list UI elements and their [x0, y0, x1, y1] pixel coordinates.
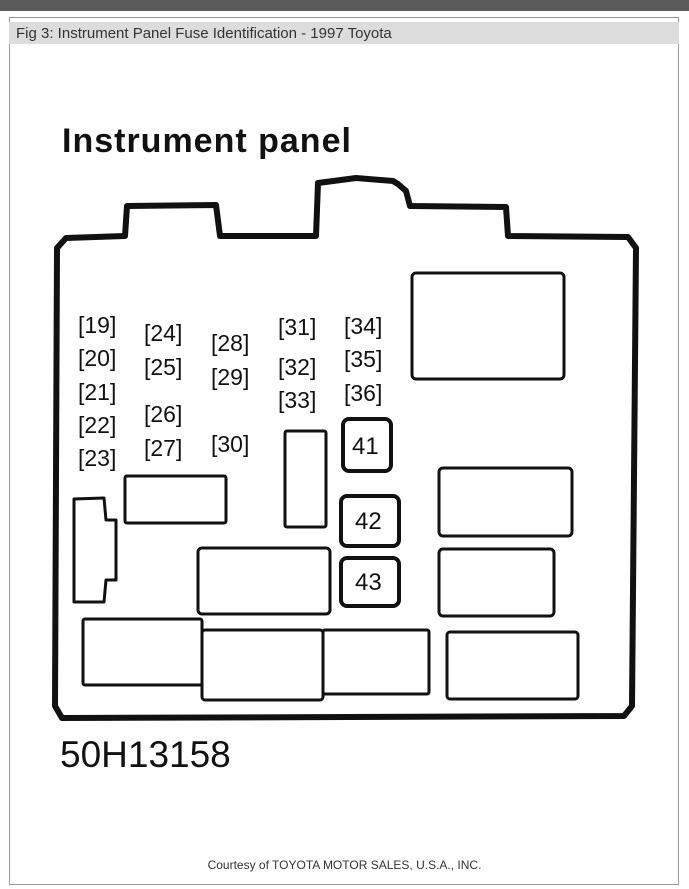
fuse-20: [20] [78, 345, 116, 371]
fuse-29: [29] [211, 364, 249, 390]
window-top-bar [0, 0, 689, 11]
fuse-30: [30] [211, 431, 249, 457]
fuse-25: [25] [144, 354, 182, 380]
large-fuse-43: 43 [355, 569, 382, 596]
fuse-33: [33] [278, 387, 316, 413]
connector-center-vertical [283, 429, 328, 529]
diagram-title: Instrument panel [62, 122, 352, 160]
fuse-26: [26] [144, 401, 182, 427]
fuse-24: [24] [144, 320, 182, 346]
relay-right-1 [437, 466, 574, 538]
connector-left-small [123, 474, 228, 525]
relay-right-2 [437, 547, 556, 618]
relay-bottom-center-left [200, 628, 325, 702]
fuse-28: [28] [211, 330, 249, 356]
fuse-27: [27] [144, 435, 182, 461]
fuse-22: [22] [78, 412, 116, 438]
connector-left-edge [72, 496, 118, 604]
large-fuse-41-box [341, 417, 393, 473]
fuse-35: [35] [344, 346, 382, 372]
fuse-21: [21] [78, 379, 116, 405]
fuse-36: [36] [344, 380, 382, 406]
fuse-19: [19] [78, 312, 116, 338]
fuse-box-housing [52, 175, 639, 721]
relay-top-right [410, 271, 566, 381]
caption-bar [9, 22, 679, 44]
fuse-32: [32] [278, 354, 316, 380]
figure-caption: Fig 3: Instrument Panel Fuse Identificat… [16, 25, 392, 42]
relay-bottom-center-right [321, 628, 431, 696]
fuse-31: [31] [278, 314, 316, 340]
large-fuse-42-box [339, 494, 401, 548]
large-fuse-42: 42 [355, 508, 382, 535]
relay-center [196, 546, 332, 616]
part-code: 50H13158 [60, 734, 231, 775]
fuse-34: [34] [344, 313, 382, 339]
large-fuse-43-box [339, 556, 401, 608]
fuse-23: [23] [78, 445, 116, 471]
relay-bottom-right [445, 630, 580, 701]
large-fuse-41: 41 [352, 433, 379, 460]
relay-bottom-left [81, 617, 204, 687]
courtesy-note: Courtesy of TOYOTA MOTOR SALES, U.S.A., … [207, 858, 482, 872]
